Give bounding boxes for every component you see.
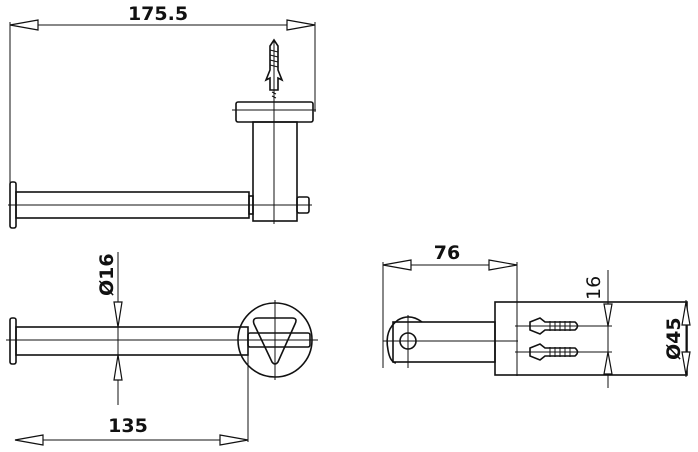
bracket-post — [252, 121, 298, 222]
rod-end-arc — [386, 316, 423, 364]
side-elevation-view: 175.5 — [8, 3, 316, 229]
dimension-label-screw-spacing: 16 — [583, 276, 605, 300]
roll-rod — [15, 326, 249, 356]
rod-end — [247, 332, 311, 348]
arrowhead — [286, 19, 316, 31]
end-elevation-view: 76 16 Ø45 — [382, 242, 691, 388]
end-flange — [9, 317, 17, 365]
arrowhead — [603, 351, 613, 375]
arrowhead — [14, 434, 44, 446]
arrowhead — [113, 301, 123, 328]
dimension-label-base-diameter: Ø45 — [663, 317, 685, 360]
triangular-boss — [252, 317, 297, 365]
arrowhead — [9, 19, 39, 31]
wall-anchor-screw-icon — [515, 317, 612, 335]
arrowhead — [382, 259, 412, 271]
wall-anchor-screw-icon — [515, 343, 612, 361]
dimension-label-rod-diameter: Ø16 — [96, 253, 118, 296]
arrowhead — [681, 351, 691, 376]
end-nut — [296, 196, 310, 214]
dimension-label-overall-length: 175.5 — [128, 3, 188, 25]
arrowhead — [603, 303, 613, 327]
dimension-label-projection: 76 — [434, 242, 460, 264]
wall-anchor-screw-icon — [264, 38, 284, 99]
arrowhead — [488, 259, 518, 271]
wall-plate — [494, 301, 688, 376]
arrowhead — [681, 301, 691, 326]
arrowhead — [219, 434, 249, 446]
arrowhead — [113, 354, 123, 381]
dimension-label-rod-length: 135 — [108, 415, 148, 437]
plan-view: Ø16 135 — [6, 252, 318, 446]
